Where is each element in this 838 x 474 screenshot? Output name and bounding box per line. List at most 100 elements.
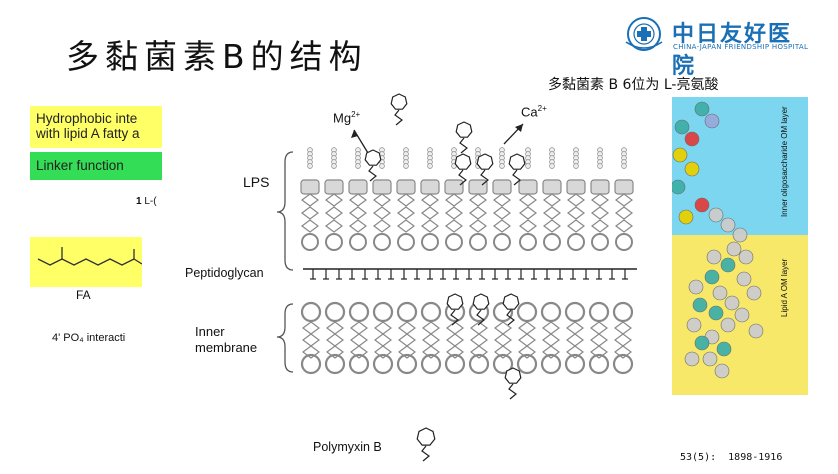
sugar-bead: [427, 163, 433, 169]
phospholipid-tail: [614, 321, 632, 335]
atom-sphere: [706, 249, 722, 265]
lipid-segment: [469, 219, 487, 233]
lipid-segment: [519, 219, 537, 233]
lipid-segment: [421, 219, 439, 233]
lps-unit: [396, 147, 416, 251]
lipid-headgroup: [373, 233, 391, 251]
sugar-bead: [403, 163, 409, 169]
lps-unit: [518, 147, 538, 251]
lps-unit: [542, 147, 562, 251]
phospholipid-head: [612, 353, 634, 375]
atom-sphere: [672, 147, 688, 163]
lipid-segment: [349, 206, 367, 220]
phospholipid-tail: [350, 333, 368, 347]
mg-ion-charge: 2+: [351, 110, 361, 119]
hospital-name-zh: 中日友好医院: [672, 22, 793, 79]
core-box: [492, 179, 512, 195]
fatty-acid-structure: [37, 247, 143, 266]
core-box: [372, 179, 392, 195]
atom-sphere: [694, 335, 710, 351]
atom-sphere: [736, 271, 752, 287]
lipid-segment: [421, 206, 439, 220]
inner-membrane-bracket: [276, 303, 294, 373]
lipid-headgroup: [591, 233, 609, 251]
lps-unit: [614, 147, 634, 251]
oligosaccharide-layer-label: Inner oligosaccharide OM layer: [780, 106, 789, 217]
atom-sphere: [702, 351, 718, 367]
lps-unit: [492, 147, 512, 251]
peptide-ring: [472, 293, 490, 310]
inner-membrane-layer: [300, 301, 634, 375]
phospholipid-head: [372, 353, 394, 375]
phospholipid-tail: [542, 333, 560, 347]
lipid-segment: [543, 219, 561, 233]
peptide-ring: [455, 121, 473, 138]
phospholipid-head: [348, 353, 370, 375]
po4-text: 4' PO₄ interacti: [52, 332, 126, 344]
sugar-bead: [331, 163, 337, 169]
fatty-acyl-tail: [368, 165, 377, 182]
core-box: [518, 179, 538, 195]
core-box: [614, 179, 634, 195]
lipid-segment: [301, 193, 319, 207]
phospholipid-head: [372, 301, 394, 323]
core-box: [542, 179, 562, 195]
lps-unit: [372, 147, 392, 251]
lipid-headgroup: [519, 233, 537, 251]
sugar-bead: [621, 163, 627, 169]
lipid-segment: [591, 193, 609, 207]
phospholipid-tail: [566, 333, 584, 347]
lipid-segment: [349, 193, 367, 207]
lipid-segment: [615, 193, 633, 207]
fatty-acyl-tail: [476, 309, 485, 326]
phospholipid-head: [420, 301, 442, 323]
peptide-ring: [502, 293, 520, 310]
lipid-segment: [519, 193, 537, 207]
atom-sphere: [692, 297, 708, 313]
sugar-bead: [307, 163, 313, 169]
linker-box: Linker function: [30, 152, 162, 180]
polymyxin-molecule: [472, 293, 490, 326]
phospholipid-head: [612, 301, 634, 323]
lipid-headgroup: [421, 233, 439, 251]
lipid-a-layer-label: Lipid A OM layer: [780, 258, 789, 317]
mg-arrowhead: [351, 130, 358, 138]
phospholipid-tail: [326, 321, 344, 335]
lipid-segment: [421, 193, 439, 207]
hydrophobic-text-line2: with lipid A fatty a: [36, 126, 140, 141]
atom-sphere: [684, 131, 700, 147]
peptide-ring: [508, 153, 526, 170]
lipid-segment: [373, 193, 391, 207]
sugar-bead: [525, 163, 531, 169]
atom-sphere: [674, 119, 690, 135]
lps-bracket: [276, 151, 294, 271]
polymyxin-legend-molecule: [416, 427, 436, 462]
lps-unit: [348, 147, 368, 251]
atom-sphere: [684, 161, 700, 177]
phospholipid-head: [300, 353, 322, 375]
inner-membrane-label-line2: membrane: [195, 340, 258, 355]
fatty-acyl-tail: [421, 445, 430, 462]
polymyxin-molecule: [502, 293, 520, 326]
peptide-ring: [446, 293, 464, 310]
peptide-ring: [454, 153, 472, 170]
lps-unit: [444, 147, 464, 251]
sugar-bead: [597, 163, 603, 169]
lipid-segment: [493, 193, 511, 207]
polymyxin-molecule: [390, 93, 408, 126]
phospholipid-head: [396, 353, 418, 375]
core-box: [420, 179, 440, 195]
molecular-model: [670, 97, 808, 395]
atom-sphere: [720, 217, 736, 233]
membrane-diagram: Mg2+ Ca2+ LPS Peptidoglycan Inner membra…: [163, 92, 665, 470]
phospholipid-tail: [374, 321, 392, 335]
sugar-bead: [573, 163, 579, 169]
lipid-headgroup: [397, 233, 415, 251]
phospholipid-head: [300, 301, 322, 323]
phospholipid-head: [540, 353, 562, 375]
lps-unit: [590, 147, 610, 251]
atom-sphere: [684, 351, 700, 367]
ca-arrowhead: [515, 124, 523, 132]
phospholipid-tail: [566, 321, 584, 335]
fa-label: FA: [76, 288, 91, 302]
